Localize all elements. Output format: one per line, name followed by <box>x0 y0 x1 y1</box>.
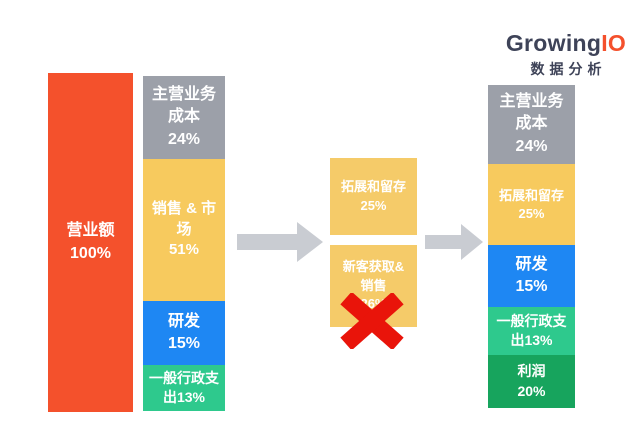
logo-wordmark: GrowingIO <box>503 30 629 56</box>
segment-profit: 利润 20% <box>488 355 575 408</box>
red-cross-icon <box>340 293 404 349</box>
revenue-bar: 营业额 100% <box>48 73 133 412</box>
segment-admin-after: 一般行政支 出13% <box>488 307 575 355</box>
segment-admin: 一般行政支 出13% <box>143 365 225 411</box>
segment-sales-market: 销售 & 市 场 51% <box>143 159 225 301</box>
split-box-retention: 拓展和留存 25% <box>330 158 417 235</box>
segment-retention-after: 拓展和留存 25% <box>488 164 575 245</box>
segment-rd: 研发 15% <box>143 301 225 365</box>
segment-revenue: 营业额 100% <box>48 73 133 412</box>
segment-rd-after: 研发 15% <box>488 245 575 307</box>
segment-main-cost: 主营业务 成本 24% <box>143 76 225 159</box>
segment-main-cost-after: 主营业务 成本 24% <box>488 85 575 164</box>
cost-bar-before: 主营业务 成本 24% 销售 & 市 场 51% 研发 15% 一般行政支 出1… <box>143 76 225 411</box>
logo-subtitle: 数据分析 <box>530 61 607 78</box>
arrow-right-icon-1 <box>237 222 323 262</box>
logo-brand: Growing <box>505 30 602 56</box>
cost-bar-after: 主营业务 成本 24% 拓展和留存 25% 研发 15% 一般行政支 出13% … <box>488 85 575 408</box>
growingio-logo: GrowingIO 数据分析 <box>503 30 629 79</box>
arrow-right-icon-2 <box>425 224 483 260</box>
logo-brand-accent: IO <box>601 30 627 56</box>
